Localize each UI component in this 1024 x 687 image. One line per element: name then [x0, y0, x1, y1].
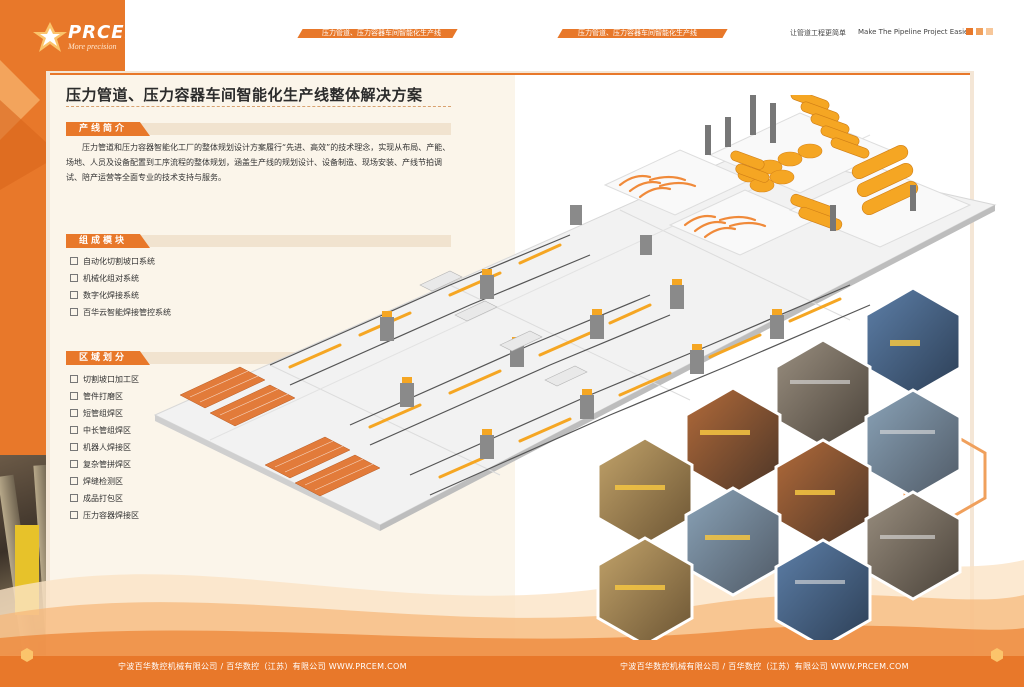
area-item: 成品打包区 [70, 493, 123, 505]
section-tab-modules [66, 234, 150, 248]
checkbox-icon [70, 426, 78, 434]
footer-company-left: 宁波百华数控机械有限公司 / 百华数控（江苏）有限公司 WWW.PRCEM.CO… [118, 662, 407, 671]
checkbox-icon [70, 291, 78, 299]
section-tab-areas [66, 351, 150, 365]
brand-logo-text: PRCEM® [68, 22, 151, 43]
header-square-3 [986, 28, 993, 35]
slogan-en: Make The Pipeline Project Easier [858, 28, 972, 36]
area-item: 机器人焊接区 [70, 442, 131, 454]
section-label-intro: 产线简介 [78, 124, 127, 134]
checkbox-icon [70, 443, 78, 451]
area-item: 短管组焊区 [70, 408, 123, 420]
page-corner-icon-left [21, 648, 33, 662]
header-square-2 [976, 28, 983, 35]
area-item: 焊缝检测区 [70, 476, 123, 488]
checkbox-icon [70, 308, 78, 316]
area-item: 压力容器焊接区 [70, 510, 139, 522]
module-item: 数字化焊接系统 [70, 290, 139, 302]
slogan-cn: 让管道工程更简单 [790, 29, 846, 37]
footer-band [0, 656, 1024, 687]
module-item: 机械化组对系统 [70, 273, 139, 285]
bottom-wave-decoration [0, 560, 1024, 660]
checkbox-icon [70, 460, 78, 468]
factory-layout-illustration [153, 95, 997, 531]
header-strip-text-right: 压力管道、压力容器车间智能化生产线 [578, 29, 697, 37]
section-label-areas: 区域划分 [78, 353, 127, 363]
header-strip-text-left: 压力管道、压力容器车间智能化生产线 [322, 29, 441, 37]
footer-company-right: 宁波百华数控机械有限公司 / 百华数控（江苏）有限公司 WWW.PRCEM.CO… [620, 662, 909, 671]
intro-paragraph: 压力管道和压力容器智能化工厂的整体规划设计方案履行“先进、高效”的技术理念，实现… [66, 143, 451, 182]
area-item: 切割坡口加工区 [70, 374, 139, 386]
checkbox-icon [70, 409, 78, 417]
area-item: 中长管组焊区 [70, 425, 131, 437]
page-title: 压力管道、压力容器车间智能化生产线整体解决方案 [66, 86, 423, 104]
checkbox-icon [70, 392, 78, 400]
checkbox-icon [70, 375, 78, 383]
header-square-1 [966, 28, 973, 35]
module-item: 自动化切割坡口系统 [70, 256, 155, 268]
section-tab-intro [66, 122, 150, 136]
content-card-top-line [50, 73, 970, 75]
checkbox-icon [70, 494, 78, 502]
section-bar-modules [66, 235, 451, 247]
area-item: 复杂管拼焊区 [70, 459, 131, 471]
checkbox-icon [70, 274, 78, 282]
section-label-modules: 组成模块 [78, 236, 127, 246]
title-divider [66, 106, 451, 107]
section-bar-intro [66, 123, 451, 135]
brand-tagline: More precision [68, 42, 117, 51]
area-item: 管件打磨区 [70, 391, 123, 403]
workshop-photo-collage [596, 286, 987, 640]
brand-logo-icon [33, 22, 67, 52]
checkbox-icon [70, 511, 78, 519]
page-corner-icon-right [991, 648, 1003, 662]
checkbox-icon [70, 257, 78, 265]
checkbox-icon [70, 477, 78, 485]
module-item: 百华云智能焊接管控系统 [70, 307, 171, 319]
left-chevron-decoration [0, 60, 60, 190]
